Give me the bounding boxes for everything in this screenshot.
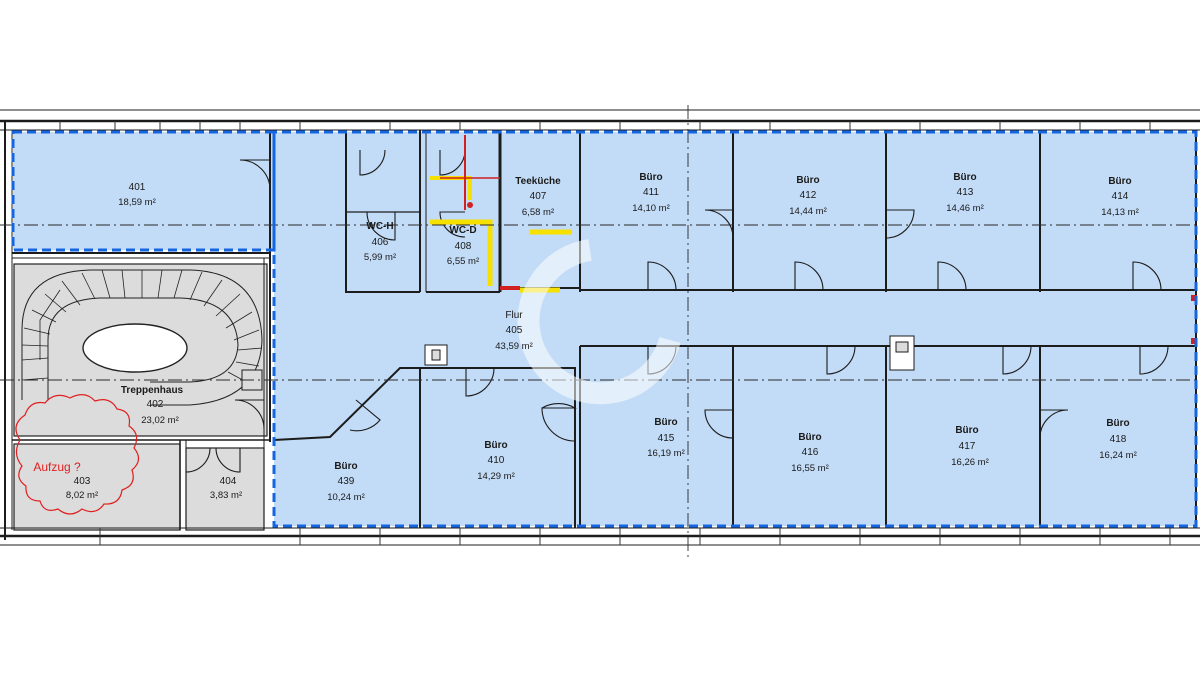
room-area: 14,44 m² [789,206,827,217]
door-swings [185,149,1169,473]
room-number: 402 [147,399,164,410]
grey-areas [13,263,268,531]
room-413: Büro 413 14,46 m² [946,172,984,214]
room-area: 14,10 m² [632,203,670,214]
room-labels: 401 18,59 m² Treppenhaus 402 23,02 m² Au… [33,172,1138,503]
room-number: 439 [338,476,355,487]
room-416: Büro 416 16,55 m² [791,432,829,474]
room-area: 16,55 m² [791,463,829,474]
room-area: 43,59 m² [495,341,533,352]
room-area: 3,83 m² [210,490,242,501]
room-name: Büro [654,417,677,428]
elevator-area [13,443,181,531]
walls [0,109,1200,546]
window-ticks [59,121,1171,545]
room-439: Büro 439 10,24 m² [327,461,365,503]
room-number: 410 [488,455,505,466]
room-name: WC-H [366,221,393,232]
room-418: Büro 418 16,24 m² [1099,418,1137,461]
staircase-drawing [21,269,263,406]
room-name: Büro [639,172,662,183]
room-area: 23,02 m² [141,415,179,426]
elevator-note: Aufzug ? [33,460,81,474]
room-area: 5,99 m² [364,252,396,263]
room-number: 413 [957,187,974,198]
room-402: Treppenhaus 402 23,02 m² [121,385,184,426]
room-area: 14,46 m² [946,203,984,214]
room-417: Büro 417 16,26 m² [951,425,989,468]
room-number: 416 [802,447,819,458]
shafts [241,335,915,391]
room-number: 403 [74,476,91,487]
room-area: 6,55 m² [447,256,479,267]
room-number: 411 [643,187,659,198]
room-number: 417 [959,441,976,452]
room-name: WC-D [449,225,476,236]
dashed-boundaries [11,130,1198,528]
room-401-fill [13,132,274,250]
room-number: 401 [129,182,146,193]
room-411: Büro 411 14,10 m² [632,172,670,214]
room-number: 415 [658,433,675,444]
room-name: Büro [334,461,357,472]
room-407: Teeküche 407 6,58 m² [515,176,561,218]
room-414: Büro 414 14,13 m² [1101,176,1139,218]
room-area: 14,29 m² [477,471,515,482]
room-name: Treppenhaus [121,385,184,396]
room-404: 404 3,83 m² [210,476,242,501]
room-number: 404 [220,476,237,487]
room-area: 6,58 m² [522,207,554,218]
room-name: Büro [798,432,821,443]
room-number: 406 [372,237,389,248]
room-area: 16,26 m² [951,457,989,468]
room-412: Büro 412 14,44 m² [789,175,827,217]
room-403: Aufzug ? 403 8,02 m² [33,460,98,501]
room-name: Büro [796,175,819,186]
room-415: Büro 415 16,19 m² [647,417,685,459]
room-area: 18,59 m² [118,197,156,208]
watermark-logo [517,239,681,405]
room-name: Büro [1108,176,1131,187]
room-408: WC-D 408 6,55 m² [447,225,479,267]
elevator-cloud-markup [15,394,140,515]
room-number: 414 [1112,191,1129,202]
grid-axes [0,105,1200,560]
room-401: 401 18,59 m² [118,182,156,208]
room-area: 16,19 m² [647,448,685,459]
room-410: Büro 410 14,29 m² [477,440,515,482]
room-number: 407 [530,191,547,202]
room-name: Flur [505,310,523,321]
room-406: WC-H 406 5,99 m² [364,221,396,263]
room-405: Flur 405 43,59 m² [495,310,533,352]
room-number: 408 [455,241,472,252]
room-name: Büro [955,425,978,436]
room-area: 10,24 m² [327,492,365,503]
room-name: Teeküche [515,176,561,187]
room-area: 14,13 m² [1101,207,1139,218]
room-name: Büro [1106,418,1129,429]
room-number: 412 [800,190,817,201]
room-name: Büro [484,440,507,451]
room-number: 405 [506,325,523,336]
pipework [430,135,1197,344]
room-number: 418 [1110,434,1127,445]
shaft-404-area [185,447,265,531]
room-area: 16,24 m² [1099,450,1137,461]
room-name: Büro [953,172,976,183]
room-area: 8,02 m² [66,490,98,501]
